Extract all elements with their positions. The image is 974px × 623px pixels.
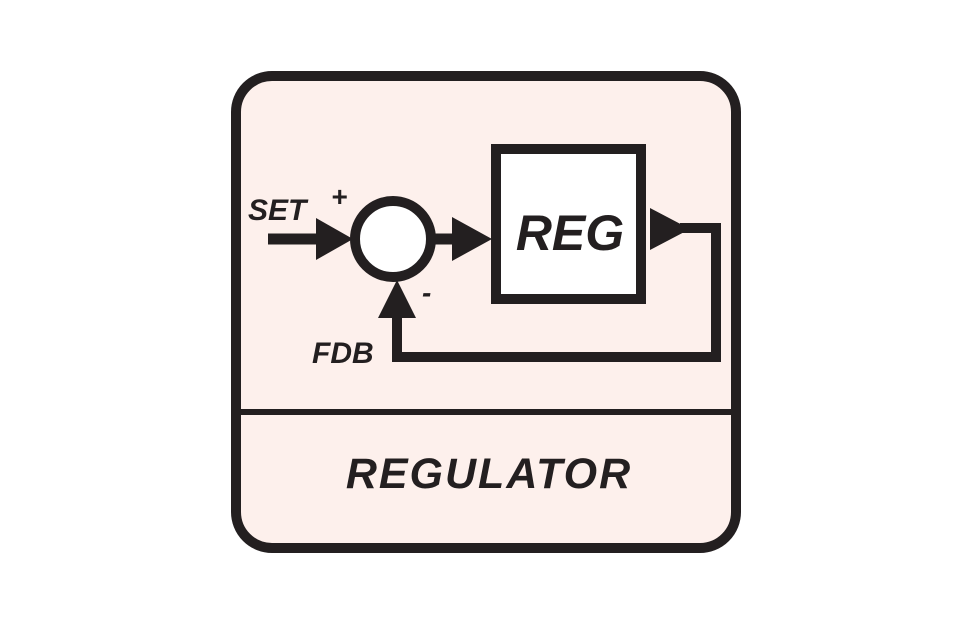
fdb-minus-sign: - xyxy=(422,277,431,308)
block-title: REGULATOR xyxy=(346,450,632,498)
set-label: SET xyxy=(248,194,309,227)
summing-junction-icon xyxy=(350,196,436,282)
feedback-arrowhead-icon xyxy=(378,280,416,318)
feedback-path-line xyxy=(392,223,721,362)
output-arrowhead-icon xyxy=(650,208,690,250)
reg-label: REG xyxy=(516,205,624,261)
set-plus-sign: + xyxy=(331,181,347,212)
sum-to-reg-arrowhead-icon xyxy=(452,217,492,261)
set-arrowhead-icon xyxy=(316,218,353,260)
fdb-label: FDB xyxy=(312,337,374,370)
reg-box xyxy=(491,144,646,304)
